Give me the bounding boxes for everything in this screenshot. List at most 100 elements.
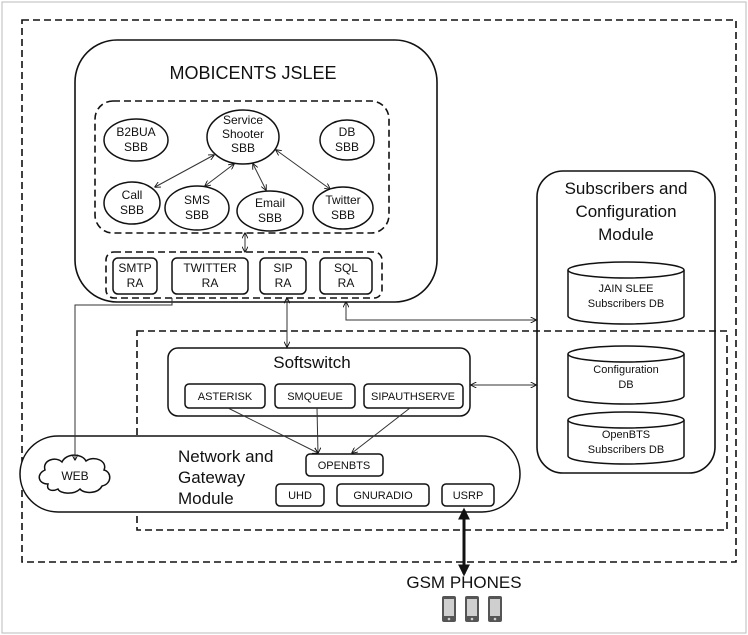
mobicents-title: MOBICENTS JSLEE bbox=[169, 63, 336, 83]
arrow-shooter-twitter bbox=[276, 150, 330, 189]
b2bua-sbb-sub: SBB bbox=[124, 140, 148, 154]
service-shooter-label-3: SBB bbox=[231, 141, 255, 155]
network-title-3: Module bbox=[178, 489, 234, 508]
sip-ra-sub: RA bbox=[275, 276, 292, 290]
arrow-ra-web bbox=[75, 298, 173, 460]
sbb-connectors bbox=[155, 150, 330, 190]
call-sbb-sub: SBB bbox=[120, 203, 144, 217]
arrow-smqueue-openbts bbox=[317, 407, 318, 453]
gnuradio-label: GNURADIO bbox=[353, 490, 413, 502]
sms-sbb-sub: SBB bbox=[185, 208, 209, 222]
openbts-db-label: OpenBTS bbox=[602, 429, 650, 441]
email-sbb-sub: SBB bbox=[258, 211, 282, 225]
smtp-ra-label: SMTP bbox=[118, 261, 151, 275]
jain-db-sub: Subscribers DB bbox=[588, 298, 664, 310]
config-db-label: Configuration bbox=[593, 364, 658, 376]
b2bua-sbb-label: B2BUA bbox=[116, 125, 155, 139]
call-sbb-label: Call bbox=[122, 188, 143, 202]
subscribers-title-1: Subscribers and bbox=[565, 179, 688, 198]
phone-icon bbox=[442, 596, 456, 622]
connectors bbox=[75, 298, 536, 577]
gsm-phones-label: GSM PHONES bbox=[406, 573, 521, 592]
twitter-ra-label: TWITTER bbox=[183, 261, 237, 275]
web-label: WEB bbox=[61, 469, 88, 483]
twitter-sbb-sub: SBB bbox=[331, 208, 355, 222]
arrow-shooter-sms bbox=[205, 164, 234, 186]
phone-icon bbox=[465, 596, 479, 622]
sql-ra-sub: RA bbox=[338, 276, 355, 290]
telephony-boundary bbox=[136, 330, 728, 531]
db-sbb-sub: SBB bbox=[335, 140, 359, 154]
arrow-sql-subscribers bbox=[346, 302, 536, 320]
smqueue-label: SMQUEUE bbox=[287, 391, 343, 403]
arrow-shooter-email bbox=[253, 164, 266, 190]
arrow-sipauthserve-openbts bbox=[352, 407, 411, 453]
phone-icon bbox=[488, 596, 502, 622]
twitter-sbb-label: Twitter bbox=[325, 193, 360, 207]
arrow-shooter-call bbox=[155, 155, 214, 187]
gsm-phones: GSM PHONES bbox=[406, 573, 522, 622]
sip-ra-label: SIP bbox=[273, 261, 292, 275]
db-sbb-label: DB bbox=[339, 125, 356, 139]
config-db-sub: DB bbox=[618, 379, 633, 391]
sipauthserve-label: SIPAUTHSERVE bbox=[371, 391, 455, 403]
service-shooter-label-2: Shooter bbox=[222, 127, 264, 141]
sms-sbb-label: SMS bbox=[184, 193, 210, 207]
subscribers-title-3: Module bbox=[598, 225, 654, 244]
ra-group bbox=[105, 251, 383, 299]
jain-db-label: JAIN SLEE bbox=[598, 283, 653, 295]
softswitch-title: Softswitch bbox=[273, 353, 350, 372]
softswitch: Softswitch ASTERISK SMQUEUE SIPAUTHSERVE bbox=[167, 347, 471, 417]
jain-slee-subscribers-db: JAIN SLEE Subscribers DB bbox=[567, 261, 685, 325]
subscribers-title-2: Configuration bbox=[575, 202, 676, 221]
web-cloud-icon: WEB bbox=[38, 454, 111, 494]
network-title-1: Network and bbox=[178, 447, 273, 466]
openbts-label: OPENBTS bbox=[318, 460, 371, 472]
network-title-2: Gateway bbox=[178, 468, 246, 487]
system-boundary bbox=[21, 19, 737, 563]
twitter-ra-sub: RA bbox=[202, 276, 219, 290]
asterisk-label: ASTERISK bbox=[198, 391, 253, 403]
arrow-asterisk-openbts bbox=[227, 407, 318, 453]
smtp-ra-sub: RA bbox=[127, 276, 144, 290]
email-sbb-label: Email bbox=[255, 196, 285, 210]
sql-ra-label: SQL bbox=[334, 261, 358, 275]
service-shooter-label-1: Service bbox=[223, 113, 263, 127]
subscribers-module-box bbox=[536, 170, 716, 474]
usrp-label: USRP bbox=[453, 490, 484, 502]
